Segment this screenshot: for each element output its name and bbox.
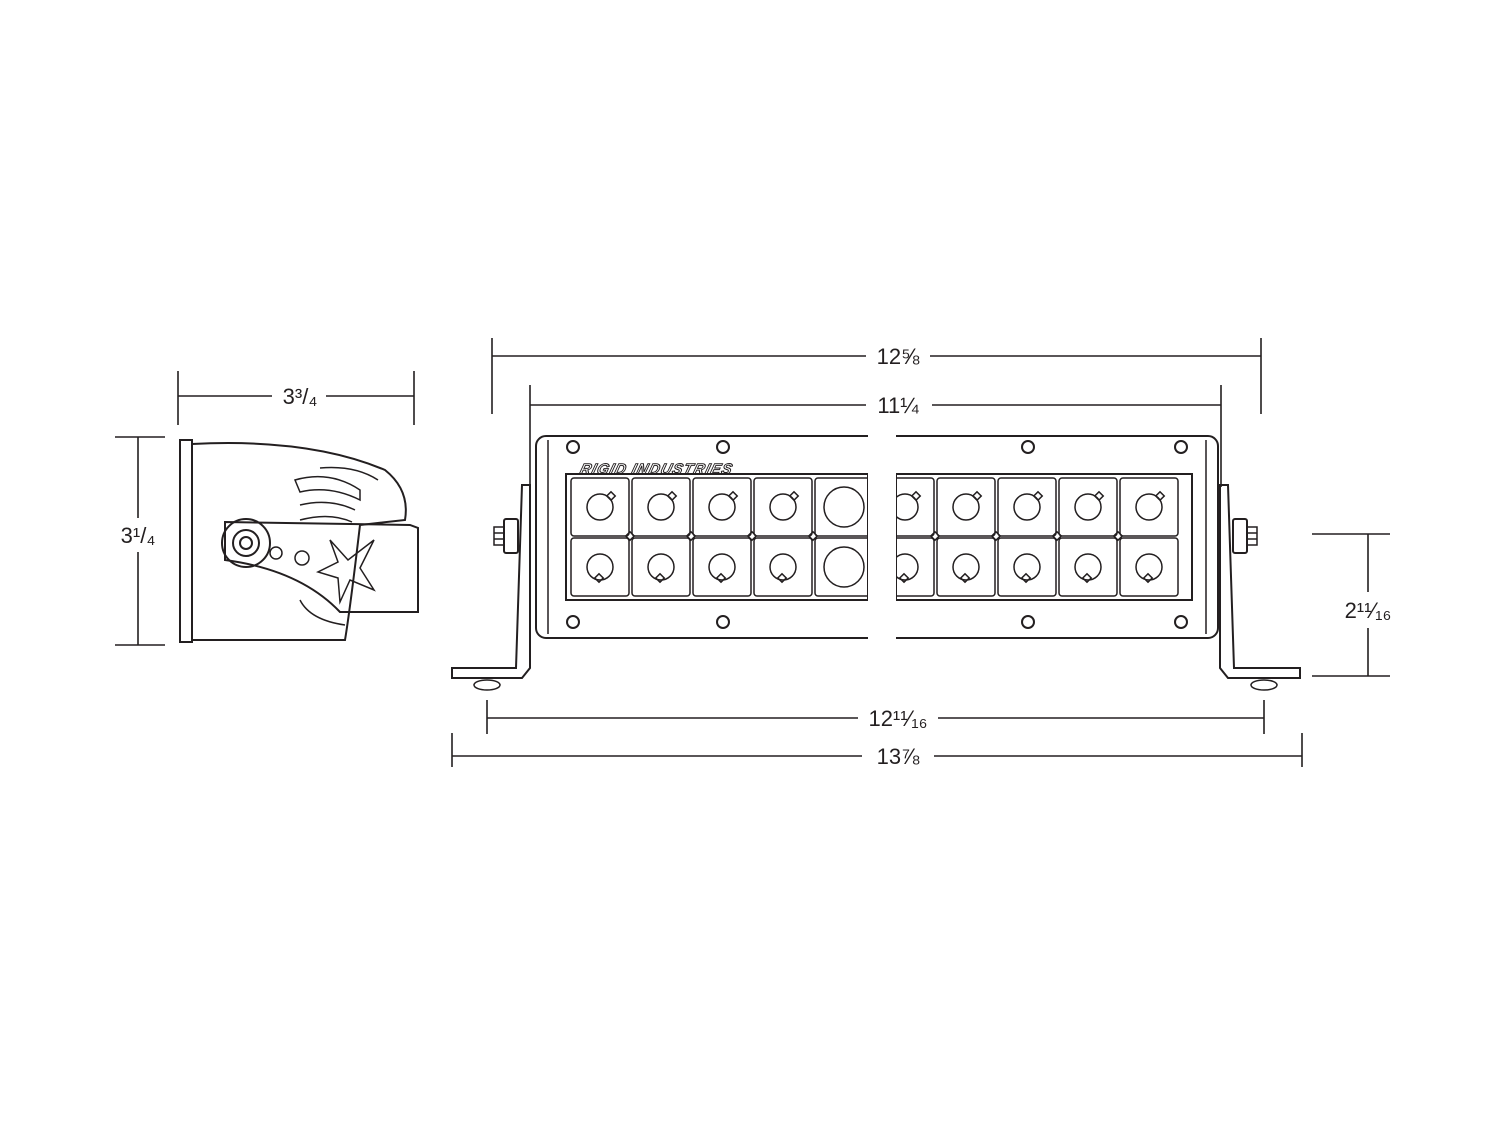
led-connector: [990, 530, 1002, 542]
led-module: [631, 477, 691, 537]
led-connector: [929, 530, 941, 542]
led-module: [1058, 537, 1118, 597]
side-height-dimension: 3¹/₄: [115, 436, 165, 646]
mount-brackets: [451, 484, 1301, 691]
brand-label: RIGID INDUSTRIES: [578, 461, 735, 478]
led-lens-icon: [647, 553, 675, 581]
led-module: [1119, 537, 1179, 597]
led-lens-icon: [1074, 553, 1102, 581]
face-width-label: 11¼: [877, 393, 919, 418]
side-view: 3³/₄ 3¹/₄: [115, 371, 419, 646]
front-view: 12⅝ 11¼: [451, 338, 1392, 769]
led-lens-icon: [1135, 553, 1163, 581]
led-module: [753, 477, 813, 537]
bracket-width-dimension: 13⅞: [451, 733, 1303, 769]
led-lens-icon: [769, 493, 797, 521]
hole-spacing-dimension: 12¹¹⁄₁₆: [486, 700, 1265, 734]
side-housing: [179, 439, 419, 643]
housing-width-label: 12⅝: [877, 344, 920, 369]
housing-width-dimension: 12⅝: [491, 338, 1262, 414]
led-lens-icon: [823, 546, 865, 588]
led-connector: [1112, 530, 1124, 542]
led-lens-icon: [647, 493, 675, 521]
side-bolt-icon: [221, 518, 271, 568]
side-width-dimension: 3³/₄: [177, 371, 415, 425]
led-module: [631, 537, 691, 597]
led-module: [814, 477, 874, 537]
star-logo-icon: [315, 539, 376, 605]
led-module: [814, 537, 874, 597]
mount-height-dimension: 2¹¹⁄₁₆: [1312, 533, 1392, 677]
led-connector: [624, 530, 636, 542]
led-connector: [807, 530, 819, 542]
led-lens-icon: [1013, 553, 1041, 581]
break-gap: [868, 470, 896, 605]
housing-screws: [566, 440, 1188, 629]
mount-height-label: 2¹¹⁄₁₆: [1345, 598, 1392, 623]
led-module: [1058, 477, 1118, 537]
led-lens-icon: [708, 493, 736, 521]
led-lens-icon: [952, 493, 980, 521]
led-lens-icon: [823, 486, 865, 528]
led-module: [692, 537, 752, 597]
led-module: [570, 537, 630, 597]
led-lens-icon: [952, 553, 980, 581]
led-lens-icon: [1074, 493, 1102, 521]
hole-spacing-label: 12¹¹⁄₁₆: [868, 706, 927, 731]
led-module: [692, 477, 752, 537]
led-grid: [570, 477, 1179, 597]
led-module: [936, 477, 996, 537]
led-lens-icon: [586, 553, 614, 581]
led-connector: [1051, 530, 1063, 542]
led-module: [936, 537, 996, 597]
led-lens-icon: [769, 553, 797, 581]
led-connector: [746, 530, 758, 542]
face-width-dimension: 11¼: [529, 385, 1222, 487]
right-nut-icon: [1232, 518, 1258, 554]
led-module: [753, 537, 813, 597]
bracket-width-label: 13⅞: [877, 744, 920, 769]
led-lens-icon: [708, 553, 736, 581]
led-connector: [685, 530, 697, 542]
led-module: [997, 537, 1057, 597]
led-module: [1119, 477, 1179, 537]
led-lens-icon: [1013, 493, 1041, 521]
led-module: [997, 477, 1057, 537]
side-height-label: 3¹/₄: [121, 523, 156, 548]
side-width-label: 3³/₄: [283, 384, 318, 409]
led-module: [570, 477, 630, 537]
left-nut-icon: [493, 518, 519, 554]
led-lens-icon: [586, 493, 614, 521]
led-lens-icon: [1135, 493, 1163, 521]
